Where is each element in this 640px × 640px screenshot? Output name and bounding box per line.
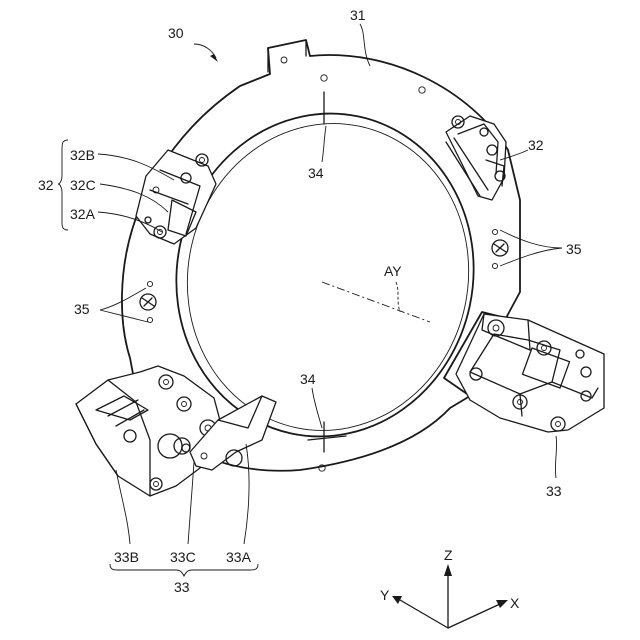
label-35-left: 35 xyxy=(74,301,90,317)
unit-32-left xyxy=(136,150,216,244)
leader-35-right-b xyxy=(500,248,562,266)
axis-label-x: X xyxy=(510,595,520,611)
leader-31 xyxy=(360,24,370,66)
label-32c: 32C xyxy=(70,177,96,193)
label-32a: 32A xyxy=(70,206,96,222)
plate-hole xyxy=(492,263,497,268)
plate-hole xyxy=(419,87,425,93)
axis-ay-line xyxy=(322,282,430,322)
axis-ay-leader xyxy=(396,282,400,312)
plate-hole xyxy=(492,229,497,234)
axis-label-z: Z xyxy=(444,547,453,563)
plate-hole xyxy=(147,281,152,286)
label-33a: 33A xyxy=(226,549,252,565)
screw-left xyxy=(140,294,156,310)
bracket-32 xyxy=(58,140,68,230)
label-33-right: 33 xyxy=(546,483,562,499)
axis-label-y: Y xyxy=(380,587,390,603)
label-33b: 33B xyxy=(114,549,139,565)
label-32b: 32B xyxy=(70,147,95,163)
label-32: 32 xyxy=(38,177,54,193)
label-31: 31 xyxy=(350,7,366,23)
unit-33-left xyxy=(76,366,276,496)
unit-32-right xyxy=(446,116,506,200)
leader-34-bottom xyxy=(312,388,322,428)
label-35-right: 35 xyxy=(566,241,582,257)
bracket-33 xyxy=(110,564,258,576)
label-34-bottom: 34 xyxy=(300,371,316,387)
unit-33-right xyxy=(456,314,604,432)
label-30: 30 xyxy=(168,25,184,41)
leader-33-right xyxy=(555,436,556,478)
label-32-right: 32 xyxy=(528,137,544,153)
plate-hole xyxy=(321,75,327,81)
coordinate-axes xyxy=(392,564,508,628)
label-33c: 33C xyxy=(170,549,196,565)
screw-right xyxy=(492,240,508,256)
leader-33a xyxy=(244,444,249,544)
label-ay: AY xyxy=(384,263,402,279)
tab-hole xyxy=(281,57,287,63)
leader-35-left-b xyxy=(100,310,148,322)
leader-34-top xyxy=(322,126,326,162)
leader-30-arrow xyxy=(210,54,218,62)
label-33: 33 xyxy=(174,579,190,595)
plate-hole xyxy=(147,317,152,322)
label-34-top: 34 xyxy=(308,165,324,181)
leader-35-right-a xyxy=(500,230,562,248)
